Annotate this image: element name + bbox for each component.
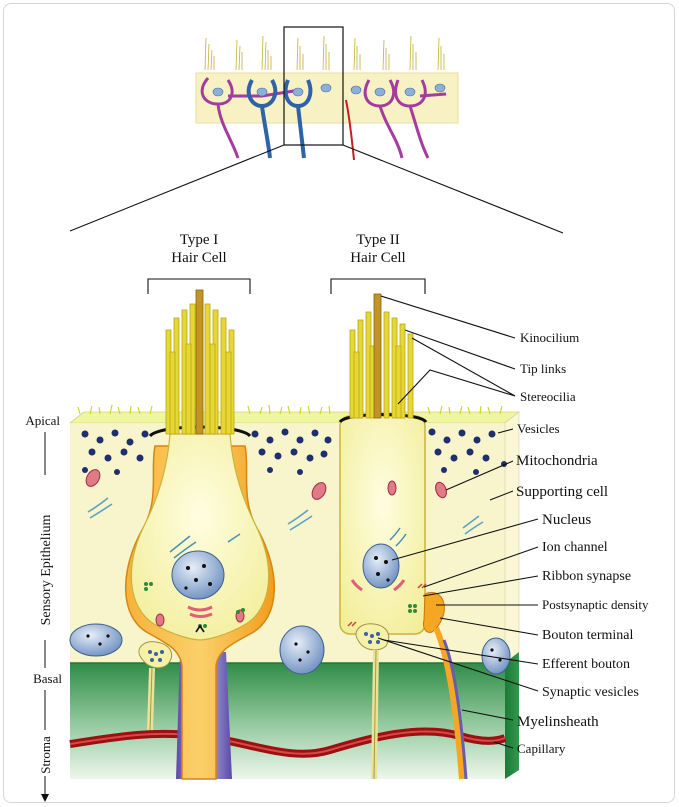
type1-nucleus [172, 551, 224, 599]
type2-kinocilium [374, 294, 381, 418]
label-bouton-terminal: Bouton terminal [542, 628, 633, 643]
side-axis: Apical Sensory Epithelium Basal Stroma [25, 413, 62, 802]
label-kinocilium: Kinocilium [520, 330, 579, 345]
overview-epithelium [196, 27, 458, 160]
label-ion-channel: Ion channel [542, 540, 608, 555]
overview-stereocilia [205, 36, 444, 70]
label-supporting-cell: Supporting cell [516, 484, 608, 500]
label-postsynaptic-density: Postsynaptic density [542, 597, 649, 612]
label-stereocilia: Stereocilia [520, 389, 576, 404]
structure-labels: Kinocilium Tip links Stereocilia Vesicle… [516, 330, 649, 756]
type2-title-line2: Hair Cell [350, 250, 405, 266]
label-sensory-epithelium: Sensory Epithelium [39, 514, 54, 625]
label-ribbon-synapse: Ribbon synapse [542, 569, 631, 584]
label-basal: Basal [33, 671, 62, 686]
label-mitochondria: Mitochondria [516, 453, 598, 469]
label-efferent-bouton: Efferent bouton [542, 657, 630, 672]
label-nucleus: Nucleus [542, 512, 591, 528]
label-apical: Apical [25, 413, 60, 428]
label-tip-links: Tip links [520, 361, 566, 376]
type2-title-line1: Type II [356, 232, 400, 248]
type1-title-line2: Hair Cell [171, 250, 226, 266]
label-capillary: Capillary [517, 741, 566, 756]
label-vesicles: Vesicles [517, 421, 560, 436]
type2-nucleus [363, 544, 399, 588]
label-myelinsheath: Myelinsheath [517, 714, 599, 730]
label-stroma: Stroma [38, 736, 53, 774]
stroma-layer [70, 663, 505, 779]
axis-arrow-icon [41, 794, 49, 802]
type1-kinocilium [196, 290, 203, 434]
title-brackets [148, 279, 425, 294]
label-synaptic-vesicles: Synaptic vesicles [542, 685, 639, 700]
zoom-lines [70, 145, 563, 233]
type1-title-line1: Type I [180, 232, 219, 248]
type2-cell-body [340, 416, 425, 634]
type2-stereocilia [350, 312, 413, 418]
